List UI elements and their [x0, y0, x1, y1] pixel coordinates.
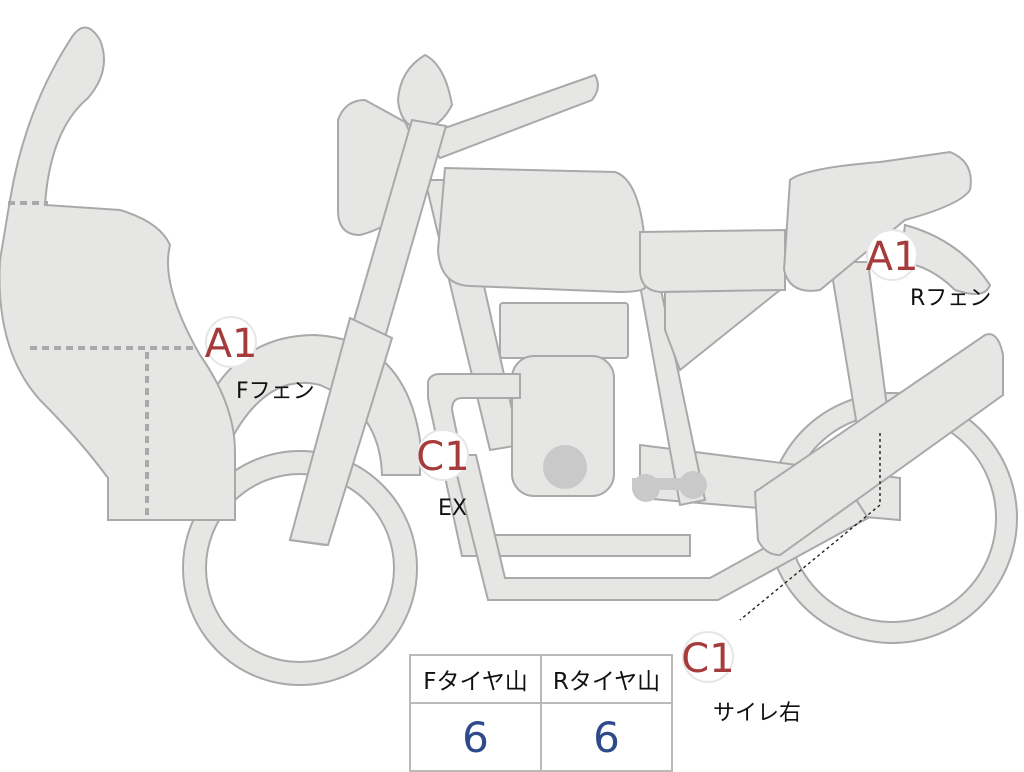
- marker-a1-rear: A1 Rフェン: [866, 229, 991, 311]
- rear-fender: [898, 223, 992, 295]
- tire-table-value-row: 6 6: [409, 702, 673, 772]
- rear-tire-value: 6: [540, 702, 673, 772]
- fairing: [0, 26, 236, 521]
- marker-c1-muffler-code: C1: [681, 636, 734, 682]
- front-tire-header: Fタイヤ山: [409, 654, 542, 704]
- marker-a1-rear-label: Rフェン: [910, 286, 991, 311]
- marker-c1-muffler-label: サイレ右: [713, 701, 801, 726]
- side-cover: [664, 288, 783, 372]
- marker-c1-muffler: C1 サイレ右: [681, 631, 801, 726]
- muffler: [753, 333, 1004, 557]
- exhaust-pipe-upper: [427, 373, 691, 557]
- tire-table-header-row: Fタイヤ山 Rタイヤ山: [409, 654, 673, 704]
- marker-a1-rear-code: A1: [866, 234, 919, 280]
- engine: [499, 302, 707, 502]
- marker-a1-front-code: A1: [205, 321, 258, 367]
- fuel-tank: [436, 166, 646, 294]
- marker-c1-ex: C1 EX: [416, 429, 470, 521]
- tire-tread-table: Fタイヤ山 Rタイヤ山 6 6: [409, 654, 673, 772]
- handlebar: [423, 73, 599, 160]
- fork-guard: [288, 316, 394, 547]
- marker-c1-ex-code: C1: [416, 434, 469, 480]
- mirror: [396, 53, 454, 132]
- marker-a1-front-label: Fフェン: [236, 379, 315, 404]
- seat-rear: [782, 150, 972, 292]
- front-wheel: [182, 450, 418, 686]
- front-tire-value: 6: [409, 702, 542, 772]
- seat-front: [639, 228, 786, 294]
- marker-a1-front: A1 Fフェン: [205, 316, 315, 404]
- leader-line: [739, 433, 881, 621]
- marker-c1-ex-label: EX: [438, 496, 467, 521]
- rear-tire-header: Rタイヤ山: [540, 654, 673, 704]
